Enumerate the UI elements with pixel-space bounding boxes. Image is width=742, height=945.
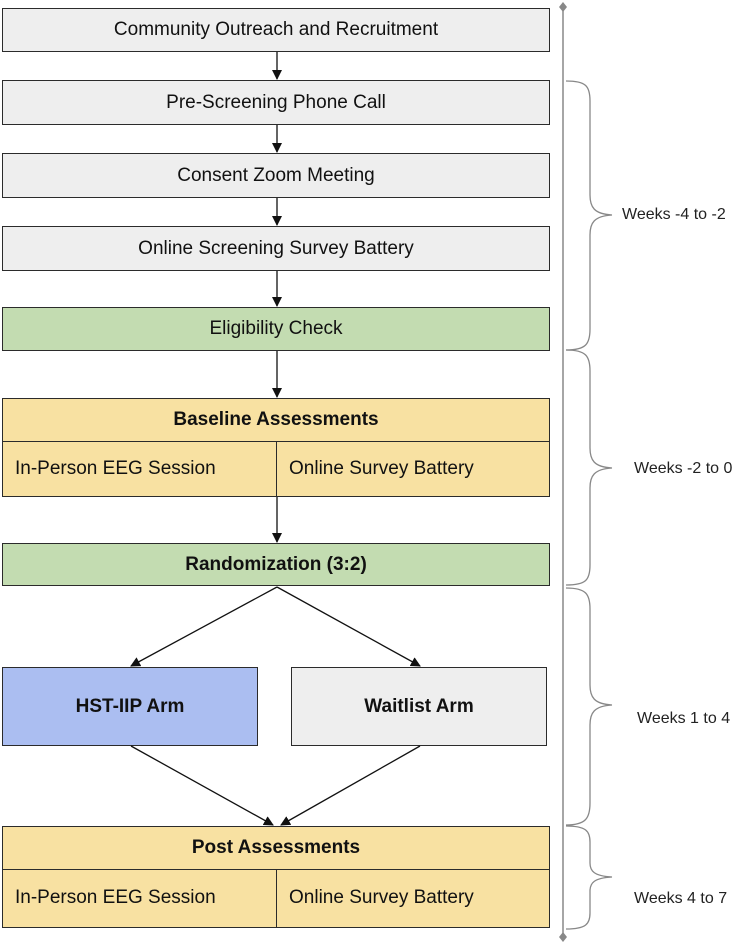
step-consent-meeting-label: Consent Zoom Meeting: [177, 164, 375, 186]
arrow-randomization-to-hst: [130, 586, 278, 667]
step-prescreening-call-label: Pre-Screening Phone Call: [166, 91, 386, 113]
brace-weeks-4-to-7: [565, 825, 613, 930]
step-randomization-label: Randomization (3:2): [185, 553, 367, 575]
post-assessments-box: Post Assessments In-Person EEG Session O…: [2, 826, 550, 928]
timeline-label-3: Weeks 1 to 4: [637, 710, 731, 727]
step-prescreening-call: Pre-Screening Phone Call: [2, 80, 550, 125]
baseline-eeg-session: In-Person EEG Session: [3, 441, 277, 496]
arrow-hst-to-post: [130, 745, 274, 826]
timeline-label-4: Weeks 4 to 7: [634, 890, 728, 907]
timeline-label-1: Weeks -4 to -2: [622, 206, 726, 223]
arrow-waitlist-to-post: [280, 745, 421, 826]
arrow-randomization-to-waitlist: [276, 586, 421, 667]
arm-hst-iip-label: HST-IIP Arm: [75, 695, 185, 717]
arm-waitlist: Waitlist Arm: [291, 667, 547, 746]
step-online-screening-label: Online Screening Survey Battery: [138, 237, 414, 259]
post-online-survey: Online Survey Battery: [289, 887, 474, 908]
step-online-screening: Online Screening Survey Battery: [2, 226, 550, 271]
timeline-start-marker: [559, 2, 567, 12]
baseline-assessments-box: Baseline Assessments In-Person EEG Sessi…: [2, 398, 550, 497]
step-eligibility-check: Eligibility Check: [2, 307, 550, 351]
timeline-end-marker: [559, 932, 567, 942]
step-consent-meeting: Consent Zoom Meeting: [2, 153, 550, 198]
arm-hst-iip: HST-IIP Arm: [2, 667, 258, 746]
step-community-outreach: Community Outreach and Recruitment: [2, 8, 550, 52]
arm-waitlist-label: Waitlist Arm: [364, 695, 474, 717]
step-randomization: Randomization (3:2): [2, 543, 550, 586]
post-eeg-session: In-Person EEG Session: [3, 869, 277, 927]
timeline-label-2: Weeks -2 to 0: [634, 460, 733, 477]
step-eligibility-check-label: Eligibility Check: [209, 318, 343, 339]
step-community-outreach-label: Community Outreach and Recruitment: [113, 19, 439, 40]
brace-weeks-minus4-to-minus2: [565, 80, 613, 351]
baseline-online-survey: Online Survey Battery: [289, 457, 474, 479]
brace-weeks-1-to-4: [565, 587, 613, 826]
brace-weeks-minus2-to-0: [565, 349, 613, 586]
